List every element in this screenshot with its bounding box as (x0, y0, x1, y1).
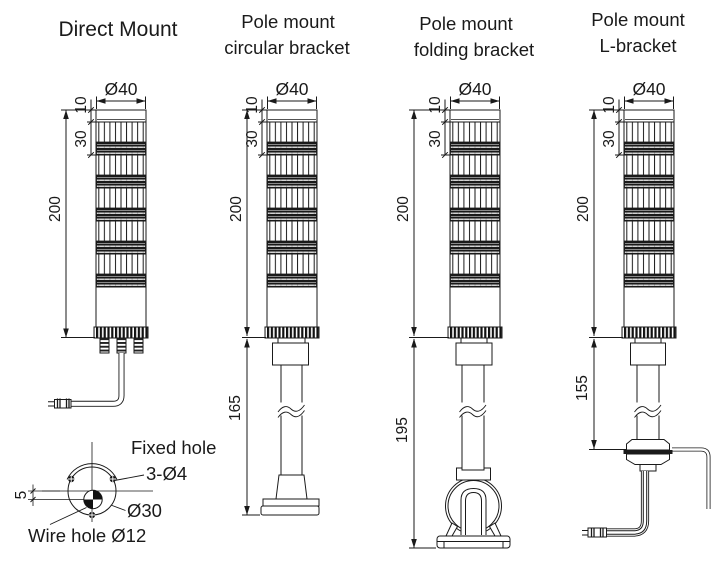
dim-tower-height-col1: 200 (47, 196, 64, 222)
dim-diameter-col3: Ø40 (458, 79, 492, 99)
column-circular-bracket-drawing (242, 96, 320, 516)
dim-diameter-col4: Ø40 (632, 79, 666, 99)
dim-cap-col2: 10 (244, 96, 261, 114)
column-direct-mount-drawing (48, 96, 148, 409)
dim-segment-col4: 30 (601, 130, 618, 148)
dim-segment-col2: 30 (244, 130, 261, 148)
title-circular-line1: Pole mount (241, 11, 335, 32)
column-folding-bracket-drawing (409, 96, 511, 549)
fixed-holes (68, 475, 117, 519)
output-wire (48, 353, 125, 409)
dim-diameter-col2: Ø40 (275, 79, 309, 99)
dim-segment-col1: 30 (73, 130, 90, 148)
dim-tower-height-col4: 200 (575, 196, 592, 222)
dim-tower-height-col2: 200 (228, 196, 245, 222)
dim-pole-height-circular: 165 (227, 395, 244, 421)
dimension-lines-col2 (242, 96, 317, 516)
wire-hole-symbol (83, 489, 103, 510)
label-bolt-circle: Ø30 (127, 500, 162, 521)
dim-diameter-col1: Ø40 (104, 79, 138, 99)
label-fixed-hole: Fixed hole (131, 437, 217, 458)
leader-lines (49, 474, 145, 525)
title-direct-mount: Direct Mount (58, 18, 178, 41)
dimension-lines-col1 (61, 96, 146, 338)
dimension-lines-col3 (409, 96, 500, 549)
dim-cap-col3: 10 (427, 96, 444, 114)
pole-and-l-bracket (582, 337, 711, 538)
dim-cap-col1: 10 (73, 96, 90, 114)
column-l-bracket-drawing (582, 96, 711, 538)
dim-segment-col3: 30 (427, 130, 444, 148)
dim-pole-height-folding: 195 (394, 417, 411, 443)
dim-tower-height-col3: 200 (395, 196, 412, 222)
dimension-lines-col4 (589, 96, 674, 450)
pole-and-folding-base (436, 337, 511, 549)
title-l-bracket-line2: L-bracket (599, 35, 677, 56)
base-bottom-view-detail (28, 442, 153, 525)
title-l-bracket-line1: Pole mount (591, 9, 685, 30)
title-circular-line2: circular bracket (224, 37, 350, 58)
offset-dimension (28, 484, 84, 506)
title-folding-line1: Pole mount (419, 13, 513, 34)
dim-pole-height-l-bracket: 155 (574, 375, 591, 401)
connector-legs (99, 337, 144, 354)
pole-and-round-base (260, 337, 320, 516)
title-folding-line2: folding bracket (413, 39, 535, 60)
dim-wire-hole-offset: 5 (13, 490, 30, 500)
label-fixed-hole-spec: 3-Ø4 (146, 463, 188, 484)
label-wire-hole: Wire hole Ø12 (28, 525, 147, 546)
dim-cap-col4: 10 (601, 96, 618, 114)
